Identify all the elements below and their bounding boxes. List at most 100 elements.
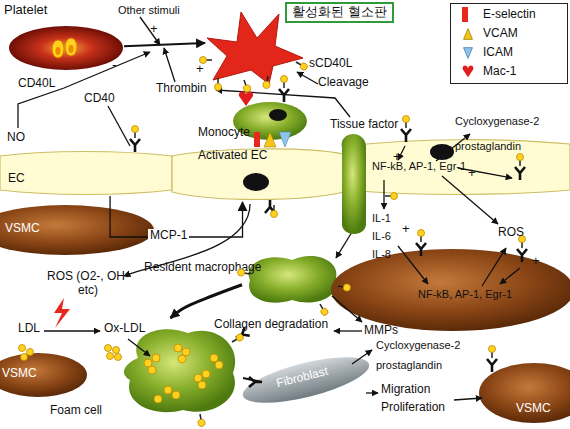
ldl-particle (21, 354, 28, 361)
ldl-particle (19, 345, 122, 361)
soluble-cd40l (337, 283, 351, 292)
monocyte-cell-shape (269, 109, 287, 121)
pathway-arrow (366, 392, 378, 393)
platelet-cell-shape (52, 40, 64, 58)
cell-label: NF-kB, AP-1, Egr-1 (418, 288, 512, 301)
molecule-label: Tissue factor (330, 118, 398, 132)
plus-sign: + (402, 222, 410, 237)
pathway-arrow (243, 378, 262, 382)
soluble-cd40l (281, 76, 288, 89)
endothelial-cell-shape (430, 144, 454, 160)
legend-symbol (463, 66, 474, 78)
ldl-particle (27, 349, 34, 356)
foam-cell-shape (202, 370, 210, 378)
smooth-muscle-cell: VSMC (0, 204, 155, 256)
enzyme-label: MMPs (364, 324, 398, 338)
pathway-arrow (334, 330, 362, 331)
macrophage-cell-shape (249, 256, 337, 303)
pathway-arrow (383, 180, 384, 209)
receptor (265, 200, 275, 213)
pathway-arrow (442, 176, 498, 224)
adhesion-molecule (239, 92, 291, 147)
cell-label: Monocyte (198, 126, 250, 140)
pathway-arrow (18, 52, 150, 128)
platelet-cell-shape (65, 38, 77, 56)
foam-cell-shape (210, 354, 218, 362)
pathway-arrow (164, 48, 175, 82)
activated-platelet: 활성화된 혈소판 (205, 8, 305, 84)
ldl-particle (107, 353, 114, 360)
ldl-particle (105, 345, 112, 352)
cell-label: VSMC (2, 367, 37, 381)
pathway-arrow (454, 398, 482, 400)
smooth-muscle-cell-shape (331, 249, 570, 331)
foam-cell-shape (174, 344, 182, 352)
pathway-arrow (108, 106, 130, 146)
legend-symbol (459, 64, 477, 80)
plus-sign: + (196, 62, 204, 77)
soluble-cd40l (271, 205, 278, 218)
receptor (130, 139, 140, 152)
foam-cell-shape (198, 381, 206, 389)
pathway-arrow (216, 90, 350, 117)
legend-entry: VCAM (451, 24, 567, 43)
molecule-label: NO (7, 131, 25, 145)
soluble-cd40l (262, 75, 271, 89)
platelet-cell-shape (69, 45, 74, 53)
pathway-arrow (458, 168, 512, 178)
molecule-label: LDL (18, 322, 40, 336)
molecule-label: CD40L (18, 77, 55, 91)
fibroblast-cell: Fibroblast (240, 356, 372, 404)
cell-label: VSMC (5, 222, 40, 236)
smooth-muscle-cell-shape (0, 205, 154, 255)
soluble-cd40l (385, 193, 398, 200)
macrophage-cell-shape (242, 250, 342, 306)
smooth-muscle-cell-shape (0, 353, 87, 397)
fibroblast-cell-shape (239, 348, 373, 412)
activated-endothelial-cell: Activated EC (172, 146, 344, 202)
molecule-label: prostaglandin (455, 140, 521, 153)
molecule-label: ROS (O2-, OH- etc) (40, 270, 136, 298)
pathway-arrow (500, 268, 520, 284)
soluble-cd40l (230, 333, 244, 345)
ldl-particle (113, 347, 120, 354)
soluble-cd40l (132, 126, 139, 139)
smooth-muscle-cell-shape (479, 363, 570, 423)
title-box: 활성화된 혈소판 (285, 2, 394, 23)
ldl-particle (115, 354, 122, 361)
soluble-cd40l (418, 230, 425, 243)
platelet-cell-shape (9, 26, 123, 70)
foam-cell-shape (164, 386, 172, 394)
cell-label: Foam cell (50, 404, 102, 418)
cell-label: NF-kB, AP-1, Egr-1 (372, 160, 466, 173)
plus-sign: + (532, 254, 540, 269)
legend-entry: E-selectin (451, 5, 567, 24)
stimulus-label: Other stimuli (118, 4, 180, 17)
soluble-cd40l (241, 79, 252, 93)
cell-label: Platelet (4, 3, 47, 18)
platelet-cell: Platelet (8, 25, 124, 71)
cell-label: VSMC (516, 402, 551, 416)
cell-label: Resident macrophage (144, 261, 261, 275)
enzyme-label: Cycloxygenase-2 (455, 115, 539, 128)
minus-sign: - (112, 57, 117, 73)
soluble-cd40l (215, 78, 222, 91)
receptor (130, 89, 527, 387)
legend-symbol (459, 45, 477, 61)
pathway-arrow (128, 339, 150, 356)
endothelial-cell-shape (346, 140, 570, 195)
legend-entry: Mac-1 (451, 62, 567, 81)
molecule-label: prostaglandin (376, 359, 442, 372)
pathway-arrow (140, 17, 160, 45)
ldl-particle (19, 345, 26, 352)
pathway-arrow (332, 296, 362, 322)
legend-symbol (464, 29, 473, 40)
soluble-cd40l (317, 302, 329, 316)
foam-cell-shape (154, 395, 162, 403)
process-label: Cleavage (318, 76, 369, 90)
soluble-cd40l (403, 116, 410, 129)
soluble-cd40l (489, 346, 496, 359)
adhesion-molecule (264, 132, 276, 147)
pathway-connector (124, 43, 205, 46)
